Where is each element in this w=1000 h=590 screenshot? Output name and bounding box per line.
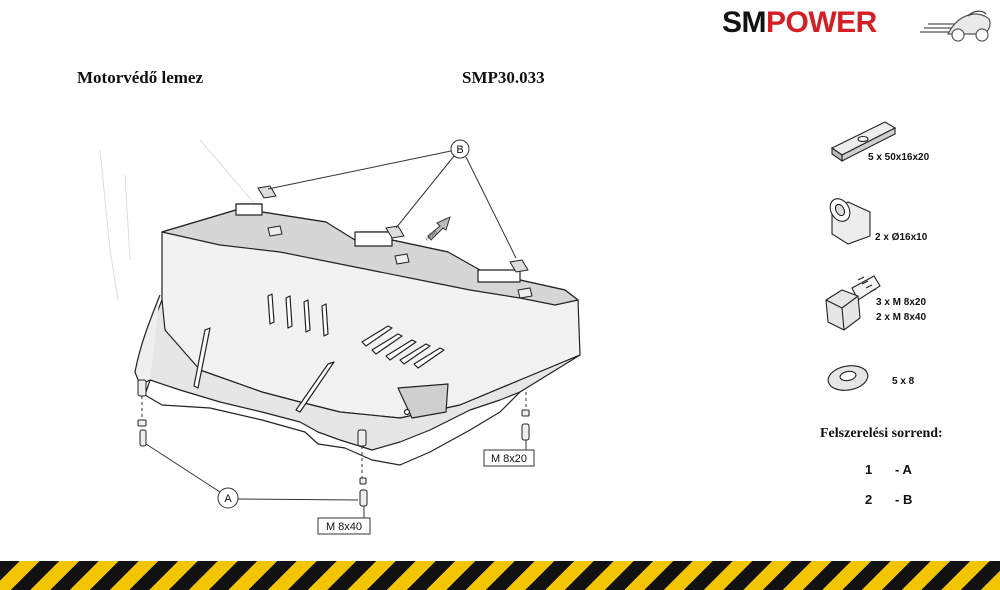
part-qty-bolt-short: 3 x M 8x20 — [876, 297, 927, 308]
background-sketch — [99, 139, 261, 301]
page-title: Motorvédő lemez — [77, 68, 204, 87]
sequence-step-label: - B — [895, 492, 913, 507]
direction-arrow-icon: FRONT — [425, 216, 451, 242]
sequence-title: Felszerelési sorrend: — [820, 426, 943, 441]
sequence-step-number: 1 — [865, 462, 873, 477]
smpower-logo: SMPOWER — [722, 4, 994, 44]
callout-b: B — [267, 139, 517, 259]
logo-text-sm: SM — [722, 6, 767, 39]
callout-a: A — [145, 443, 359, 509]
hex-bolt-icon — [825, 275, 881, 331]
washer-icon — [827, 365, 869, 391]
part-qty-bolt-long: 2 x M 8x40 — [876, 312, 927, 323]
logo-text: SMPOWER — [722, 6, 877, 40]
part-qty-sleeve: 2 x Ø16x10 — [875, 232, 928, 243]
part-qty-washer: 5 x 8 — [892, 376, 915, 387]
part-number: SMP30.033 — [462, 68, 545, 87]
parts-icons — [825, 121, 897, 391]
bolt-label-short: M 8x20 — [483, 440, 535, 467]
spacer-sleeve-icon — [829, 198, 871, 245]
motorcycle-icon — [920, 10, 991, 42]
b-brackets — [257, 185, 533, 299]
callout-a-label: A — [224, 493, 232, 505]
bolt-label-long: M 8x40 — [317, 506, 371, 535]
bolt-label-short-text: M 8x20 — [491, 453, 527, 465]
sequence-step-label: - A — [895, 462, 912, 477]
hazard-stripe-footer — [0, 561, 1000, 590]
sequence-step-number: 2 — [865, 492, 873, 507]
fasteners — [137, 379, 530, 507]
bolt-label-long-text: M 8x40 — [326, 521, 362, 533]
logo-text-power: POWER — [766, 6, 877, 39]
sequence-step-1: 1 - A — [865, 462, 912, 477]
bracket-plate-icon — [830, 121, 897, 163]
callout-b-label: B — [456, 144, 463, 156]
sequence-step-2: 2 - B — [865, 492, 912, 507]
part-qty-bracket: 5 x 50x16x20 — [868, 152, 930, 163]
shield-plate — [134, 203, 581, 466]
